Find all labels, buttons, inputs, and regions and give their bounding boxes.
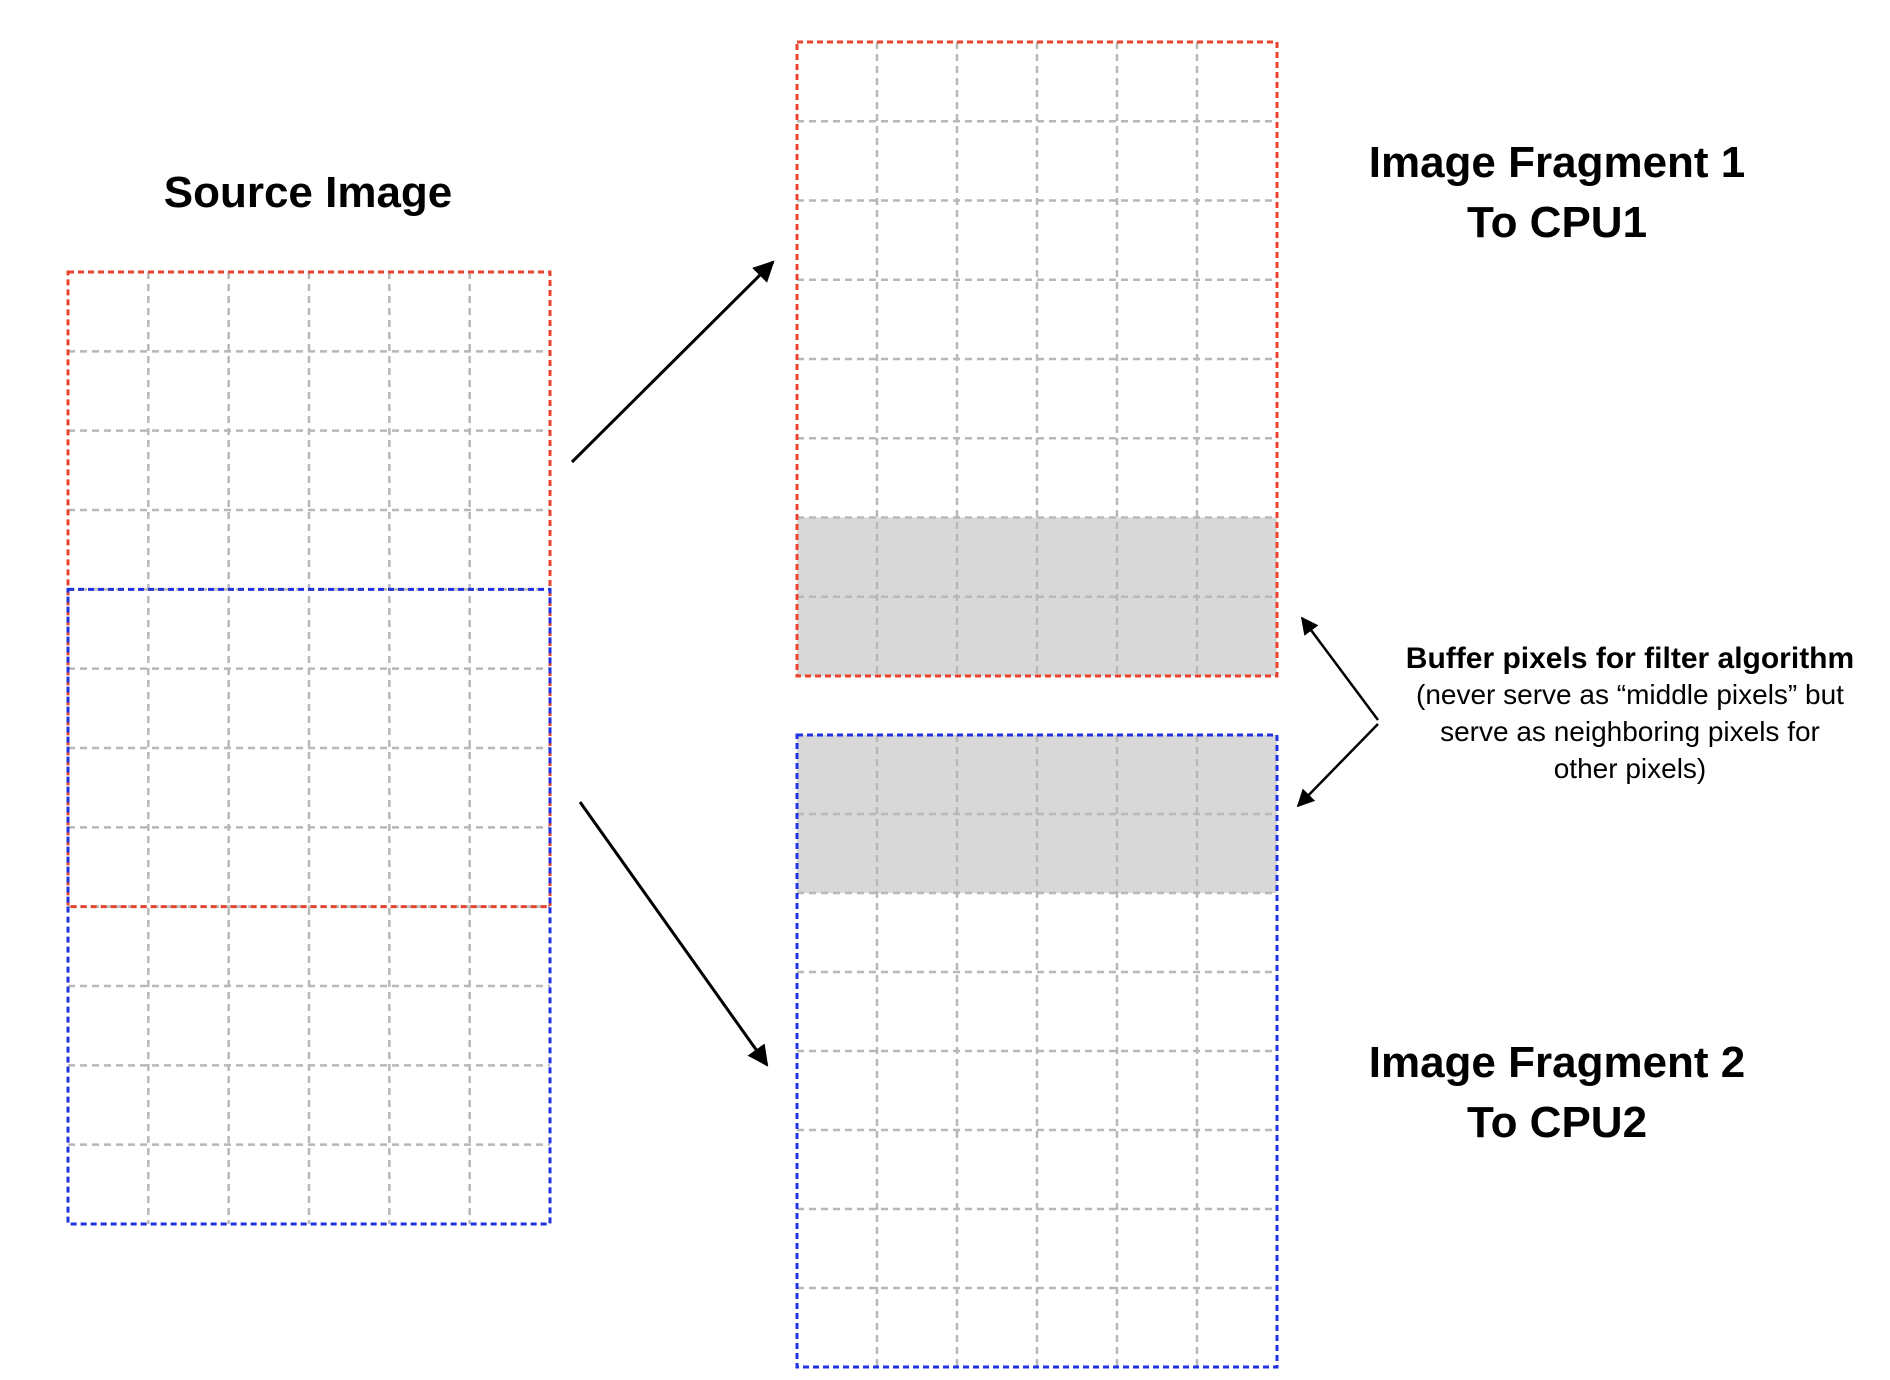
buffer-pixels-note-line1: (never serve as “middle pixels” but (1416, 679, 1844, 710)
fragment2-destination: To CPU2 (1467, 1098, 1647, 1147)
fragment2-block (795, 733, 1279, 1369)
fragment1-block (795, 40, 1279, 678)
fragment1-title: Image Fragment 1 (1369, 138, 1746, 187)
source-fragment1-outline (66, 270, 552, 909)
fragment1-outline (795, 40, 1279, 678)
arrow-to-fragment1 (570, 260, 775, 464)
source-image-title: Source Image (164, 168, 453, 217)
arrow-buffer-to-fragment2 (1296, 723, 1379, 808)
source-image-block (66, 270, 552, 1226)
fragment2-outline (795, 733, 1279, 1369)
buffer-pixels-note-line3: other pixels) (1554, 753, 1707, 784)
buffer-pixels-note-line2: serve as neighboring pixels for (1440, 716, 1820, 747)
arrow-buffer-to-fragment1 (1300, 616, 1380, 721)
buffer-pixels-title: Buffer pixels for filter algorithm (1406, 642, 1854, 675)
fragment2-title: Image Fragment 2 (1369, 1038, 1746, 1087)
source-fragment2-outline (66, 587, 552, 1226)
fragment2-grid (797, 735, 1277, 1367)
fragment1-grid (797, 42, 1277, 676)
fragment1-destination: To CPU1 (1467, 198, 1647, 247)
arrow-to-fragment2 (578, 801, 769, 1067)
source-image-grid (68, 272, 550, 1224)
